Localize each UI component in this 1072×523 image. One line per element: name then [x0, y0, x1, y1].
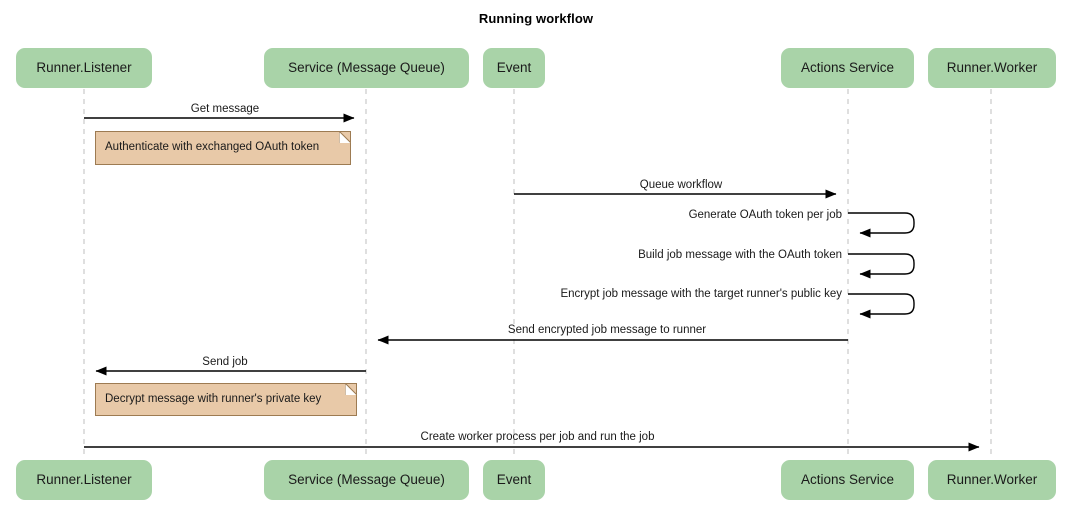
- participant-label: Event: [496, 60, 532, 76]
- participant-runner-listener-bottom[interactable]: Runner.Listener: [16, 460, 152, 500]
- participant-actions-service-top[interactable]: Actions Service: [781, 48, 914, 88]
- participant-label: Runner.Listener: [36, 472, 132, 488]
- note-folded-corner-icon: [345, 383, 357, 395]
- message-label-send-encrypted-job-message-to-runner: Send encrypted job message to runner: [507, 324, 707, 336]
- note-text: Authenticate with exchanged OAuth token: [105, 141, 320, 154]
- lifelines-group: [83, 89, 992, 459]
- note-decrypt-note: Decrypt message with runner's private ke…: [95, 383, 357, 416]
- message-label-generate-oauth-token-per-job: Generate OAuth token per job: [688, 209, 842, 221]
- page-title: Running workflow: [478, 11, 594, 26]
- message-self-loop-encrypt-job-message-with-the-target-runners-public-key: [848, 293, 915, 319]
- participant-runner-worker-top[interactable]: Runner.Worker: [928, 48, 1056, 88]
- participant-label: Service (Message Queue): [288, 472, 445, 488]
- participant-label: Actions Service: [800, 60, 895, 76]
- participant-actions-service-bottom[interactable]: Actions Service: [781, 460, 914, 500]
- message-label-create-worker-process-per-job-and-run-the-job: Create worker process per job and run th…: [420, 431, 655, 443]
- participant-label: Runner.Worker: [946, 60, 1038, 76]
- message-self-loop-build-job-message-with-the-oauth-token: [848, 253, 915, 279]
- participant-label: Event: [496, 472, 532, 488]
- participant-runner-listener-top[interactable]: Runner.Listener: [16, 48, 152, 88]
- participant-label: Runner.Worker: [946, 472, 1038, 488]
- message-label-build-job-message-with-the-oauth-token: Build job message with the OAuth token: [638, 249, 842, 261]
- messages-group: [84, 113, 980, 452]
- participant-runner-worker-bottom[interactable]: Runner.Worker: [928, 460, 1056, 500]
- note-folded-corner-icon: [339, 131, 351, 143]
- message-self-loop-generate-oauth-token-per-job: [848, 212, 915, 238]
- note-authenticate-note: Authenticate with exchanged OAuth token: [95, 131, 351, 165]
- participant-service-message-queue-top[interactable]: Service (Message Queue): [264, 48, 469, 88]
- participant-label: Actions Service: [800, 472, 895, 488]
- participant-event-top[interactable]: Event: [483, 48, 545, 88]
- message-label-queue-workflow: Queue workflow: [639, 179, 723, 191]
- participant-label: Service (Message Queue): [288, 60, 445, 76]
- note-text: Decrypt message with runner's private ke…: [105, 392, 322, 405]
- participant-label: Runner.Listener: [36, 60, 132, 76]
- message-label-encrypt-job-message-with-the-target-runners-public-key: Encrypt job message with the target runn…: [560, 288, 842, 300]
- message-label-send-job: Send job: [202, 356, 248, 368]
- message-label-get-message: Get message: [190, 103, 260, 115]
- participant-service-message-queue-bottom[interactable]: Service (Message Queue): [264, 460, 469, 500]
- participant-event-bottom[interactable]: Event: [483, 460, 545, 500]
